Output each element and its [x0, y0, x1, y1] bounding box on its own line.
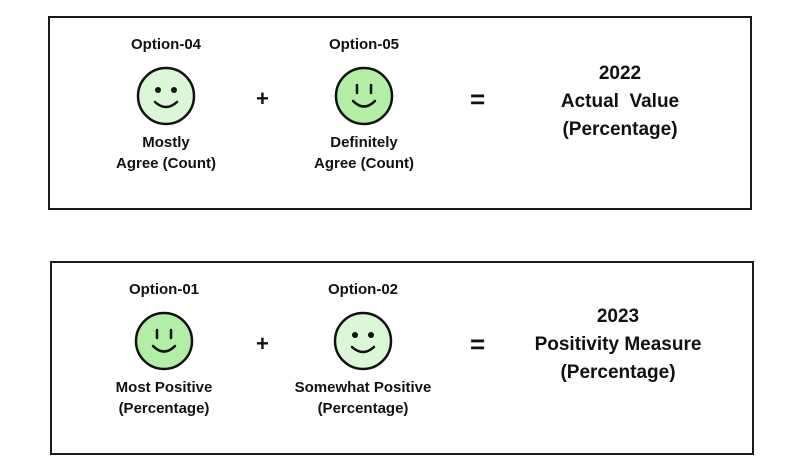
result-year: 2022 — [598, 63, 642, 84]
equals-sign: = — [470, 329, 486, 359]
equation-panel-2022: Option-04 Mostly Agree (Count) + Option-… — [48, 16, 752, 210]
result-label: 2023 Positivity Measure (Percentage) — [498, 303, 738, 387]
option-label-line: Definitely — [330, 134, 398, 151]
option-01-term: Option-01 Most Positive (Percentage) — [74, 281, 254, 419]
option-label-line: Agree (Count) — [116, 155, 216, 172]
option-title: Option-04 — [131, 36, 201, 53]
equation-panel-2023: Option-01 Most Positive (Percentage) + O… — [50, 261, 754, 455]
option-label: Mostly Agree (Count) — [76, 132, 256, 174]
option-05-term: Option-05 Definitely Agree (Count) — [274, 36, 454, 174]
option-label: Definitely Agree (Count) — [274, 132, 454, 174]
result-title: Positivity Measure — [534, 334, 702, 355]
option-title: Option-05 — [329, 36, 399, 53]
smiley-face-icon — [134, 311, 194, 371]
result-year: 2023 — [596, 306, 640, 327]
result-title: Actual Value — [560, 91, 680, 112]
plus-sign: + — [256, 86, 269, 111]
option-label-line: (Percentage) — [118, 400, 210, 417]
equals-sign: = — [470, 84, 486, 114]
option-label-line: (Percentage) — [317, 400, 409, 417]
option-label-line: Mostly — [142, 134, 190, 151]
plus-sign: + — [256, 331, 269, 356]
option-02-term: Option-02 Somewhat Positive (Percentage) — [273, 281, 453, 419]
option-label: Most Positive (Percentage) — [74, 377, 254, 419]
smiley-face-icon — [136, 66, 196, 126]
smiley-face-icon — [333, 311, 393, 371]
option-label: Somewhat Positive (Percentage) — [273, 377, 453, 419]
option-label-line: Agree (Count) — [314, 155, 414, 172]
option-label-line: Most Positive — [115, 379, 213, 396]
option-04-term: Option-04 Mostly Agree (Count) — [76, 36, 256, 174]
result-unit: (Percentage) — [560, 362, 676, 383]
option-title: Option-01 — [129, 281, 199, 298]
result-label: 2022 Actual Value (Percentage) — [500, 60, 740, 144]
option-label-line: Somewhat Positive — [294, 379, 432, 396]
smiley-face-icon — [334, 66, 394, 126]
option-title: Option-02 — [328, 281, 398, 298]
result-unit: (Percentage) — [562, 119, 678, 140]
